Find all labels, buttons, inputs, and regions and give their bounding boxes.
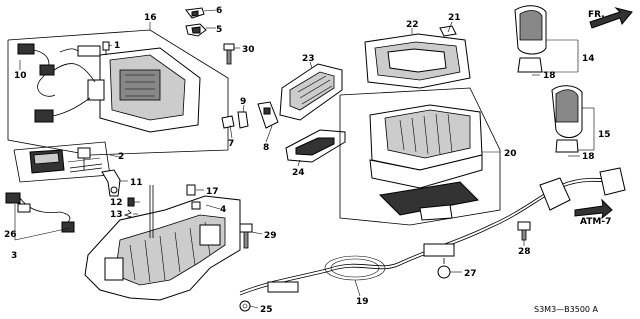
callout-2: 2 — [118, 152, 124, 162]
callout-24: 24 — [292, 168, 305, 178]
part-20-console — [369, 104, 483, 221]
part-8-bracket — [257, 101, 279, 129]
bolt-27 — [437, 258, 451, 279]
group-box-20 — [339, 87, 501, 226]
callout-23: 23 — [302, 54, 315, 64]
shift-base-bracket — [84, 185, 241, 301]
bolt-29 — [239, 223, 253, 249]
callout-16: 16 — [144, 13, 157, 23]
callout-1: 1 — [114, 41, 120, 51]
part-22-console-frame — [364, 33, 471, 89]
callout-7: 7 — [228, 139, 234, 149]
part-15-shift-knob — [551, 85, 583, 153]
part-19-shift-cable — [239, 167, 626, 296]
callout-8: 8 — [263, 143, 269, 153]
part-5-bracket — [185, 23, 207, 37]
atm-reference-arrow — [574, 198, 613, 220]
callout-25: 25 — [260, 305, 273, 315]
callout-6: 6 — [216, 6, 222, 16]
front-direction-arrow — [589, 7, 633, 29]
callout-17: 17 — [206, 187, 219, 197]
callout-18a: 18 — [543, 71, 556, 81]
callout-20: 20 — [504, 149, 517, 159]
part-11-lever — [101, 169, 121, 197]
position-sensor-assembly — [87, 47, 201, 133]
part-4-collar — [191, 201, 201, 210]
leader-lines — [14, 9, 595, 309]
callout-29: 29 — [264, 231, 277, 241]
callout-22: 22 — [406, 20, 419, 30]
part-24-indicator-plate — [285, 129, 346, 163]
callout-4: 4 — [220, 205, 226, 215]
callout-21: 21 — [448, 13, 461, 23]
callout-26: 26 — [4, 230, 17, 240]
part-23-indicator — [279, 63, 343, 121]
part-9-clip — [237, 111, 249, 129]
callout-labels: 1 2 3 4 5 6 7 8 9 10 11 12 13 14 15 16 1… — [4, 6, 611, 315]
bolt-30 — [223, 43, 235, 65]
callout-14: 14 — [582, 54, 595, 64]
part-1-clip — [102, 41, 110, 55]
part-7-clip — [221, 115, 235, 129]
part-17-collar — [186, 184, 196, 196]
callout-12: 12 — [110, 198, 123, 208]
callout-11: 11 — [130, 178, 143, 188]
callout-5: 5 — [216, 25, 222, 35]
callout-13: 13 — [110, 210, 123, 220]
callout-15: 15 — [598, 130, 611, 140]
diagram-code: S3M3—B3500 A — [534, 305, 599, 314]
part-21-clip — [439, 25, 457, 37]
bolt-28 — [517, 221, 531, 241]
sensor-harness-10 — [17, 43, 101, 123]
bolt-25 — [239, 300, 251, 312]
atm-reference-label: ATM-7 — [580, 217, 611, 227]
front-direction-label: FR. — [588, 10, 605, 20]
callout-27: 27 — [464, 269, 477, 279]
part-6-bracket — [185, 7, 205, 19]
part-12-pin — [127, 197, 135, 207]
callout-19: 19 — [356, 297, 369, 307]
callout-3: 3 — [11, 251, 17, 261]
callout-10: 10 — [14, 71, 27, 81]
part-2-solenoid — [29, 147, 103, 174]
callout-28: 28 — [518, 247, 531, 257]
part-26-harness — [5, 192, 75, 233]
part-14-shift-knob — [514, 5, 547, 73]
callout-18b: 18 — [582, 152, 595, 162]
callout-9: 9 — [240, 97, 246, 107]
callout-30: 30 — [242, 45, 255, 55]
